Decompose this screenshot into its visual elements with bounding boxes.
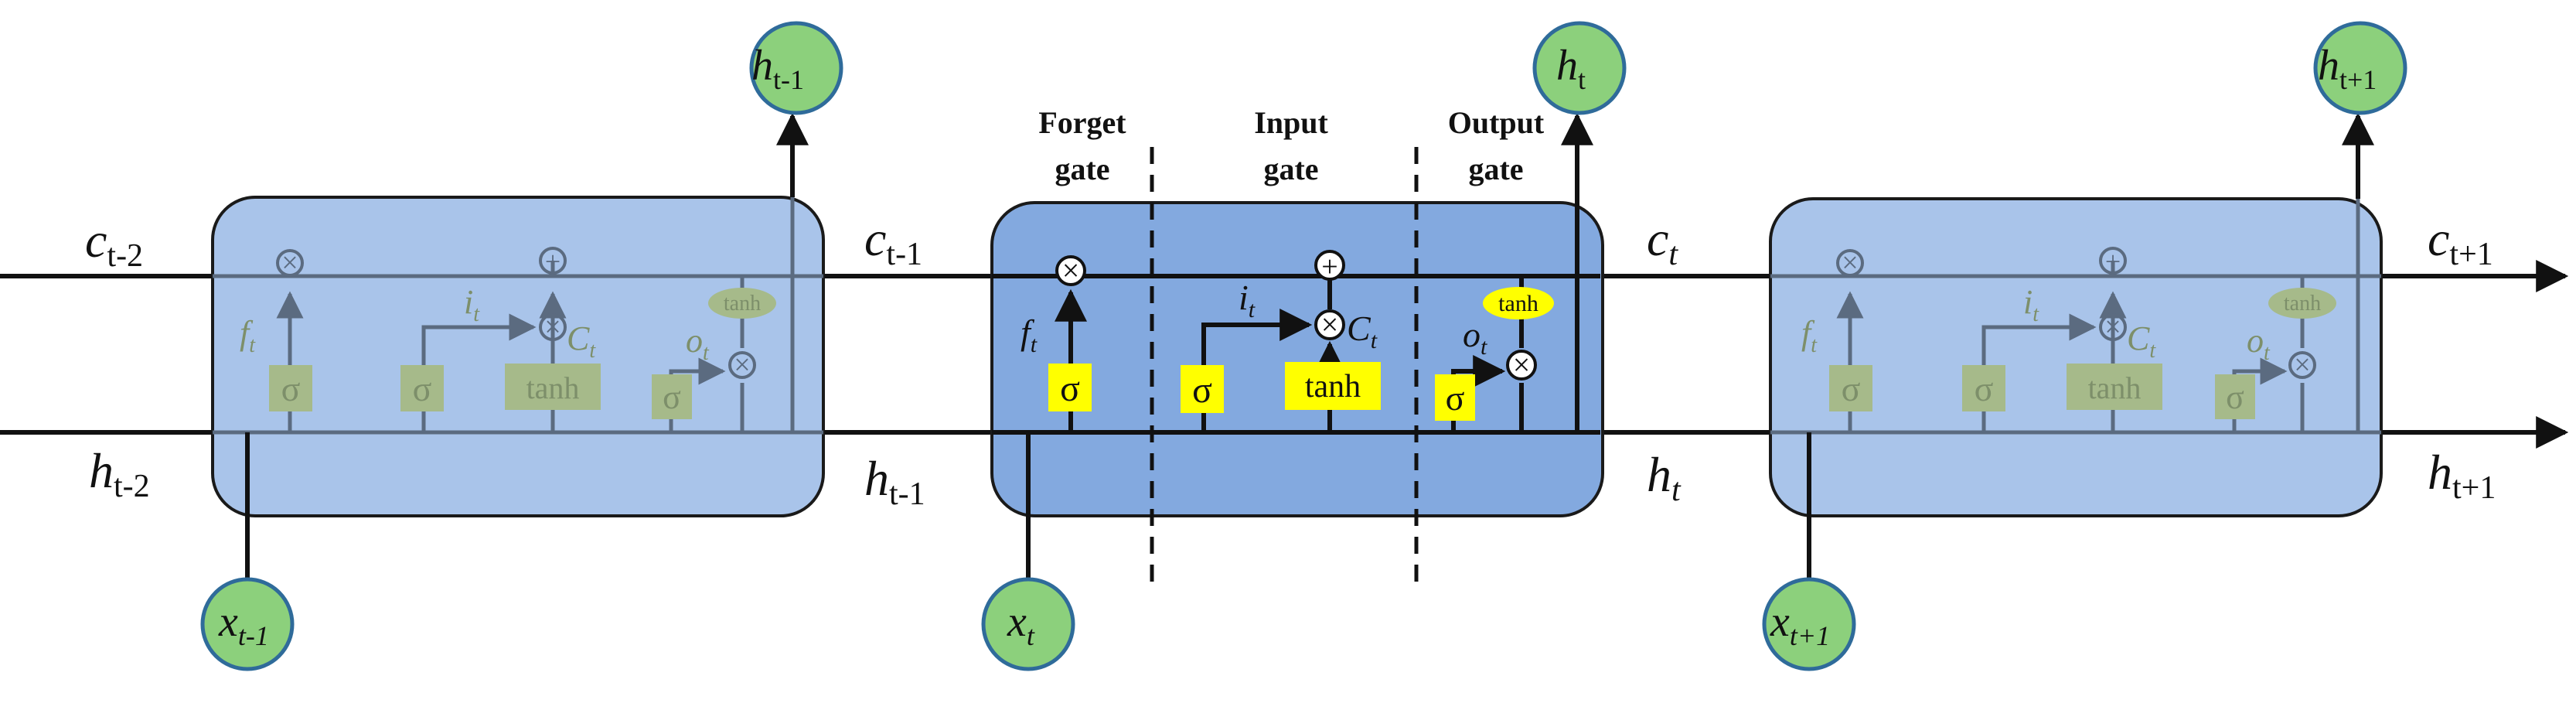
c-t+1-label: ct+1 (2428, 211, 2493, 272)
svg-text:×: × (2104, 311, 2121, 343)
svg-text:×: × (1513, 347, 1531, 382)
gate-boxes: σ σ tanh σ tanh (1829, 288, 2336, 419)
svg-text:×: × (734, 349, 750, 381)
forget-multiply-op (1055, 255, 1086, 286)
label-o: ot (2247, 322, 2271, 365)
add-op (2099, 247, 2127, 275)
label-i: it (464, 283, 480, 326)
forget-gate-label-2: gate (1055, 152, 1109, 186)
tanh-output: tanh (2284, 292, 2321, 316)
sigma-forget: σ (281, 369, 301, 408)
svg-text:ht+1: ht+1 (2318, 42, 2377, 95)
add-op (539, 247, 567, 275)
h-t-1-node (749, 21, 843, 115)
tanh-output: tanh (724, 292, 761, 316)
tanh-input: tanh (2088, 370, 2142, 405)
label-i: it (1239, 278, 1256, 323)
input-multiply-op (1314, 309, 1345, 340)
label-C: Ct (567, 319, 596, 363)
x-t-node (981, 577, 1075, 671)
svg-text:+: + (545, 246, 561, 277)
svg-text:+: + (1321, 251, 1337, 283)
svg-text:ht: ht (1556, 42, 1586, 95)
c-t-2-label: ct-2 (85, 213, 143, 274)
gate-headers: Forget gate Input gate Output gate (1038, 105, 1545, 186)
x-t+1-node (1762, 577, 1856, 671)
cell-box (1769, 197, 2383, 517)
input-multiply-op (2099, 313, 2127, 341)
lstm-cell-center: × + × × σ σ tanh σ tanh ft it Ct ot (990, 112, 1604, 588)
x-t-1-node (200, 577, 295, 671)
label-o: ot (1463, 315, 1487, 360)
svg-text:xt: xt (1007, 598, 1035, 651)
forget-gate-label-1: Forget (1038, 105, 1126, 140)
main-lines (0, 260, 2569, 449)
svg-text:+: + (2105, 246, 2121, 277)
lstm-cell-left: × + × × σ σ tanh σ tanh ft it Ct ot (211, 112, 825, 588)
forget-multiply-op (1836, 249, 1864, 277)
svg-text:×: × (544, 311, 561, 343)
gate-boxes: σ σ tanh σ tanh (269, 288, 776, 419)
h-t-2-label: ht-2 (89, 443, 150, 504)
svg-text:×: × (281, 247, 298, 279)
output-gate-label-1: Output (1448, 105, 1545, 140)
label-C: Ct (2127, 319, 2156, 363)
output-gate-label-2: gate (1468, 152, 1523, 186)
svg-text:×: × (1842, 247, 1858, 279)
sigma-forget: σ (1060, 368, 1080, 409)
h-t-1-label: ht-1 (864, 451, 925, 512)
output-multiply-op (728, 351, 756, 379)
h-t+1-label: ht+1 (2428, 445, 2496, 506)
tanh-input: tanh (526, 370, 580, 405)
sigma-input: σ (1192, 370, 1212, 411)
c-t-label: ct (1647, 211, 1678, 272)
input-gate-label-1: Input (1254, 105, 1328, 140)
sigma-output: σ (2226, 378, 2244, 416)
forget-multiply-op (276, 249, 304, 277)
c-t-1-label: ct-1 (864, 211, 922, 272)
gate-dividers (1150, 147, 1419, 584)
sigma-output: σ (663, 378, 681, 416)
svg-text:×: × (1321, 307, 1339, 342)
tanh-output: tanh (1498, 291, 1538, 316)
svg-text:×: × (2294, 349, 2310, 381)
sigma-input: σ (1975, 369, 1994, 408)
input-gate-label-2: gate (1263, 152, 1318, 186)
tanh-input: tanh (1305, 369, 1361, 404)
label-C: Ct (1347, 309, 1378, 353)
gate-boxes: σ σ tanh σ tanh (1048, 287, 1554, 421)
label-i: it (2023, 283, 2039, 326)
sigma-forget: σ (1842, 369, 1861, 408)
sigma-output: σ (1446, 378, 1465, 418)
h-t-node (1532, 21, 1627, 115)
sigma-input: σ (413, 369, 432, 408)
label-o: ot (686, 322, 710, 365)
line-labels: ct-2 ht-2 ct-1 ht-1 ct ht ct+1 ht+1 (85, 211, 2496, 512)
svg-text:×: × (1062, 253, 1080, 288)
output-multiply-op (1506, 350, 1537, 381)
input-multiply-op (539, 313, 567, 341)
cell-box (990, 201, 1604, 517)
output-multiply-op (2288, 351, 2316, 379)
add-op (1314, 250, 1345, 281)
svg-text:ht-1: ht-1 (751, 42, 804, 95)
h-t-label: ht (1647, 447, 1682, 508)
nodes: xt-1 xt xt+1 ht-1 ht ht+1 (200, 21, 2407, 671)
svg-text:xt-1: xt-1 (218, 598, 269, 651)
h-t+1-node (2313, 21, 2407, 115)
svg-text:xt+1: xt+1 (1770, 598, 1830, 651)
lstm-cell-right: × + × × σ σ tanh σ tanh ft it Ct ot (1769, 112, 2383, 588)
